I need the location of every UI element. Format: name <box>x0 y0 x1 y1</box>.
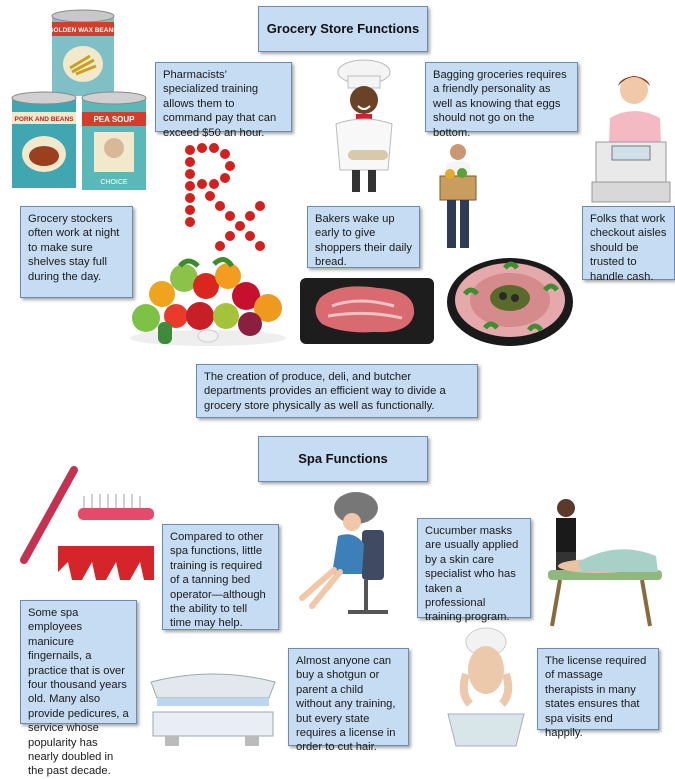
can-label-wax-beans: GOLDEN WAX BEANS <box>49 27 119 34</box>
spa-section-title: Spa Functions <box>258 436 428 482</box>
can-label-pork-beans: PORK AND BEANS <box>15 116 75 123</box>
tanning-bed-icon <box>150 673 276 746</box>
bakers-caption: Bakers wake up early to give shoppers th… <box>307 206 420 268</box>
produce-icon <box>130 257 286 346</box>
salon-dryer-icon <box>299 492 388 614</box>
haircut-caption: Almost anyone can buy a shotgun or paren… <box>288 648 409 753</box>
pharmacists-caption: Pharmacists’ specialized training allows… <box>155 62 292 139</box>
steak-icon <box>300 278 434 344</box>
departments-caption: The creation of produce, deli, and butch… <box>196 364 478 418</box>
rx-symbol-icon <box>185 143 265 251</box>
cucumber-mask-icon <box>447 627 525 747</box>
massage-caption: The license required of massage therapis… <box>537 648 659 739</box>
bagger-icon <box>439 144 477 248</box>
deli-platter-icon <box>447 258 573 346</box>
cashier-icon <box>591 76 671 203</box>
grocery-section-title: Grocery Store Functions <box>258 6 428 52</box>
can-label-pea-soup: PEA SOUP <box>93 115 135 124</box>
manicure-caption: Some spa employees manicure fingernails,… <box>20 600 137 777</box>
tanning-caption: Compared to other spa functions, little … <box>162 524 279 630</box>
nail-tools-icon <box>20 466 154 580</box>
canned-goods-icon: GOLDEN WAX BEANS PORK AND BEANS PEA SOUP… <box>11 9 147 190</box>
stockers-caption: Grocery stockers often work at night to … <box>20 206 133 298</box>
cucumber-caption: Cucumber masks are usually applied by a … <box>417 518 531 623</box>
massage-icon <box>548 499 662 627</box>
can-label-choice: CHOICE <box>100 179 128 186</box>
checkout-caption: Folks that work checkout aisles should b… <box>582 206 675 283</box>
bagging-caption: Bagging groceries requires a friendly pe… <box>425 62 578 139</box>
baker-icon <box>335 59 393 192</box>
